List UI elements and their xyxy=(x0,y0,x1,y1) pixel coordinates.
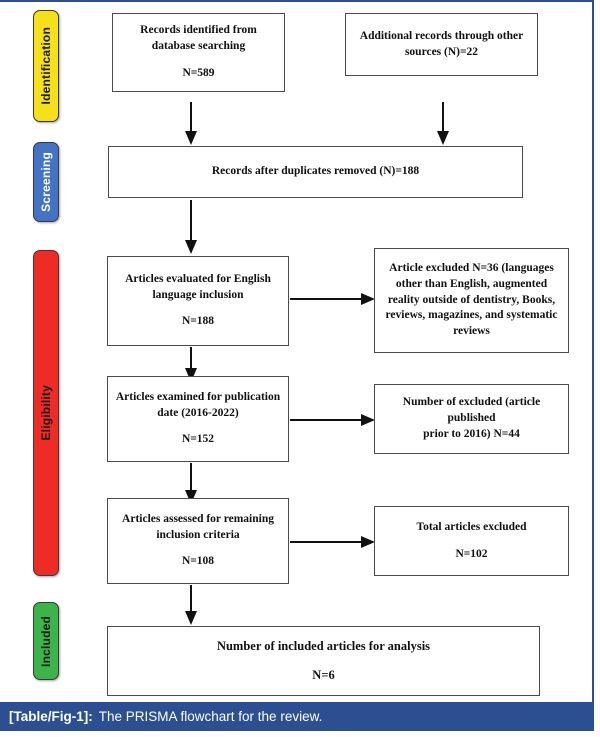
box-english-language[interactable]: Articles evaluated for English language … xyxy=(107,256,289,346)
box-excluded-language[interactable]: Article excluded N=36 (languages other t… xyxy=(374,248,569,353)
box-records-identified-text: Records identified from database searchi… xyxy=(140,24,257,53)
box-english-language-count: N=188 xyxy=(181,315,215,328)
box-publication-date[interactable]: Articles examined for publication date (… xyxy=(107,376,289,462)
stage-tab-identification[interactable]: Identification xyxy=(33,10,59,122)
box-excluded-total[interactable]: Total articles excluded N=102 xyxy=(374,506,569,576)
box-excluded-total-count: N=102 xyxy=(455,547,488,560)
box-included-final-text: Number of included articles for analysis xyxy=(216,639,431,654)
figure-caption-bar: [Table/Fig-1]: The PRISMA flowchart for … xyxy=(0,702,594,731)
box-duplicates-removed[interactable]: Records after duplicates removed (N)=188 xyxy=(108,146,523,198)
box-remaining-criteria[interactable]: Articles assessed for remaining inclusio… xyxy=(107,498,289,584)
flow-connectors xyxy=(185,102,449,625)
stage-tab-screening[interactable]: Screening xyxy=(33,142,59,222)
stage-label-included: Included xyxy=(39,615,53,667)
box-included-final-count: N=6 xyxy=(312,667,335,682)
box-excluded-total-text: Total articles excluded xyxy=(416,520,527,533)
box-records-identified[interactable]: Records identified from database searchi… xyxy=(112,13,285,92)
box-remaining-criteria-count: N=108 xyxy=(181,555,215,568)
stage-label-screening: Screening xyxy=(39,152,53,212)
box-duplicates-removed-text: Records after duplicates removed (N)=188 xyxy=(211,165,420,178)
box-excluded-language-text: Article excluded N=36 (languages other t… xyxy=(385,261,558,338)
stage-label-identification: Identification xyxy=(39,27,53,105)
stage-tab-included[interactable]: Included xyxy=(33,602,59,680)
box-additional-records[interactable]: Additional records through other sources… xyxy=(345,13,538,76)
figure-caption-text: The PRISMA flowchart for the review. xyxy=(98,709,323,724)
stage-label-eligibility: Eligibility xyxy=(39,385,53,441)
box-publication-date-count: N=152 xyxy=(181,433,215,446)
box-publication-date-text: Articles examined for publication date (… xyxy=(115,390,281,419)
box-english-language-text: Articles evaluated for English language … xyxy=(125,272,271,301)
box-included-final[interactable]: Number of included articles for analysis… xyxy=(107,626,540,696)
box-excluded-date-text: Number of excluded (article published pr… xyxy=(402,396,541,440)
figure-frame: Identification Screening Eligibility Inc… xyxy=(0,0,594,702)
box-additional-records-text: Additional records through other sources… xyxy=(359,29,524,58)
box-records-identified-count: N=589 xyxy=(182,66,215,79)
box-excluded-date[interactable]: Number of excluded (article published pr… xyxy=(374,384,569,454)
figure-caption-tag: [Table/Fig-1]: xyxy=(9,709,93,724)
box-remaining-criteria-text: Articles assessed for remaining inclusio… xyxy=(122,512,274,541)
stage-tab-eligibility[interactable]: Eligibility xyxy=(33,250,59,576)
